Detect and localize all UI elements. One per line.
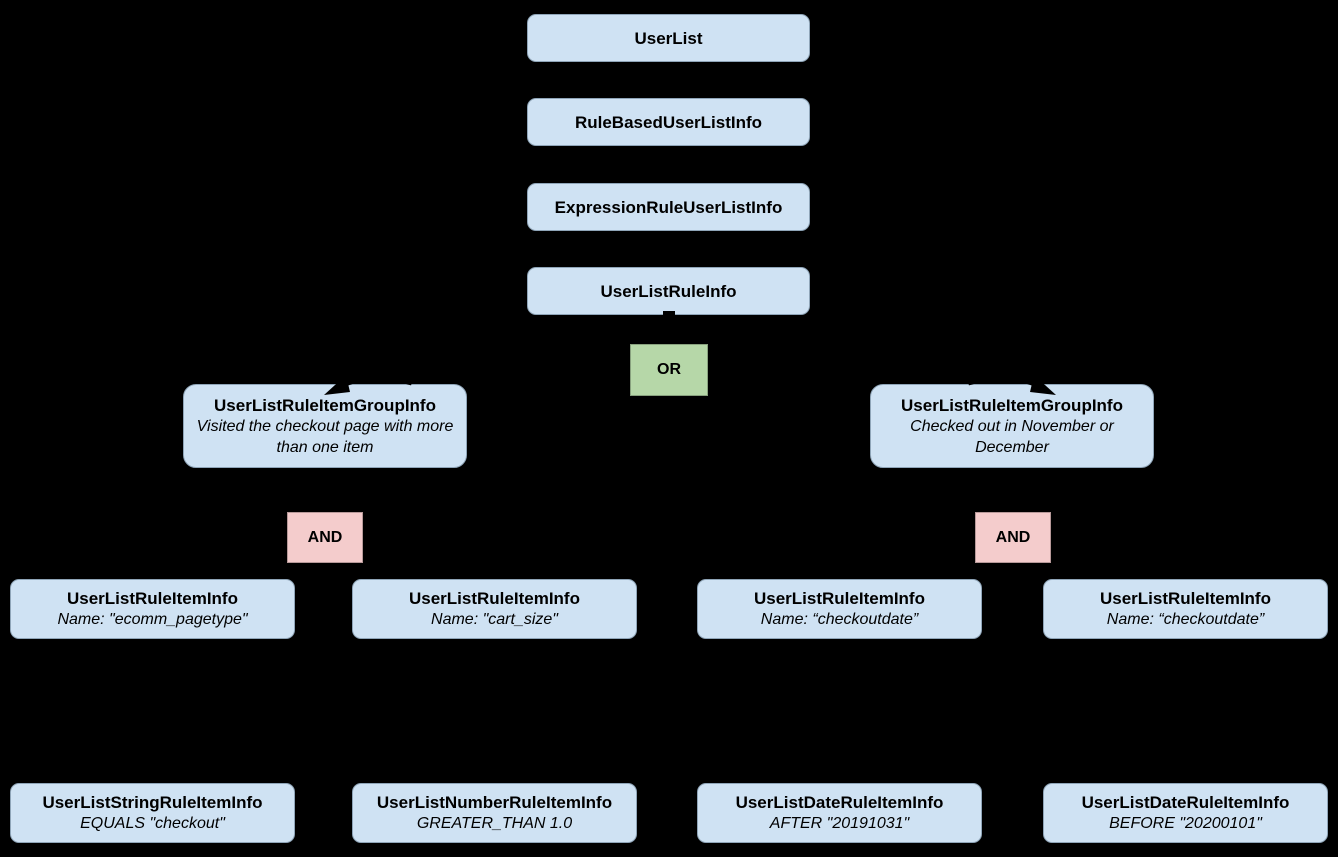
and-operator-left: AND [287,512,363,563]
or-operator: OR [630,344,708,396]
node-ruleitem-title: UserListRuleItemInfo [67,589,238,608]
node-operand-title: UserListDateRuleItemInfo [735,793,944,812]
node-ruleitem-subtitle: Name: “checkoutdate” [1106,611,1265,628]
node-userlist: UserList [527,14,810,62]
or-operator-label: OR [657,361,681,378]
node-operand-title: UserListNumberRuleItemInfo [376,793,613,812]
node-group-right: UserListRuleItemGroupInfo Checked out in… [870,384,1154,468]
node-expressionruleuserlistinfo: ExpressionRuleUserListInfo [527,183,810,231]
node-group-left-title: UserListRuleItemGroupInfo [214,395,436,415]
node-operand-subtitle: BEFORE "20200101" [1109,815,1262,832]
node-operand-subtitle: EQUALS "checkout" [80,815,225,832]
node-ruleitem-ecomm-pagetype: UserListRuleItemInfo Name: "ecomm_pagety… [10,579,295,639]
and-operator-left-label: AND [307,528,343,546]
node-group-left-subtitle: Visited the checkout page with more than… [196,417,454,456]
node-ruleitem-checkoutdate-2: UserListRuleItemInfo Name: “checkoutdate… [1043,579,1328,639]
node-group-left: UserListRuleItemGroupInfo Visited the ch… [183,384,467,468]
node-date-ruleitem-before: UserListDateRuleItemInfo BEFORE "2020010… [1043,783,1328,843]
node-string-ruleitem: UserListStringRuleItemInfo EQUALS "check… [10,783,295,843]
node-ruleitem-subtitle: Name: "cart_size" [431,611,558,628]
node-group-right-title: UserListRuleItemGroupInfo [901,395,1123,415]
node-operand-subtitle: GREATER_THAN 1.0 [416,815,573,832]
node-userlist-label: UserList [634,28,703,48]
node-date-ruleitem-after: UserListDateRuleItemInfo AFTER "20191031… [697,783,982,843]
node-rulebaseduserlistinfo-label: RuleBasedUserListInfo [574,112,763,132]
node-ruleitem-checkoutdate-1: UserListRuleItemInfo Name: “checkoutdate… [697,579,982,639]
node-rulebaseduserlistinfo: RuleBasedUserListInfo [527,98,810,146]
and-operator-right-label: AND [995,528,1031,546]
node-userlistruleinfo-label: UserListRuleInfo [600,281,737,301]
node-operand-title: UserListStringRuleItemInfo [42,793,263,812]
node-number-ruleitem: UserListNumberRuleItemInfo GREATER_THAN … [352,783,637,843]
connector-arrowhead-icon [324,374,413,395]
node-ruleitem-subtitle: Name: "ecomm_pagetype" [57,611,248,628]
node-operand-title: UserListDateRuleItemInfo [1081,793,1290,812]
node-ruleitem-subtitle: Name: “checkoutdate” [760,611,919,628]
node-userlistruleinfo: UserListRuleInfo [527,267,810,315]
and-operator-right: AND [975,512,1051,563]
node-operand-subtitle: AFTER "20191031" [769,815,910,832]
connector-arrowhead-icon [967,374,1056,395]
node-ruleitem-title: UserListRuleItemInfo [1100,589,1271,608]
node-ruleitem-title: UserListRuleItemInfo [409,589,580,608]
node-ruleitem-cart-size: UserListRuleItemInfo Name: "cart_size" [352,579,637,639]
node-group-right-subtitle: Checked out in November or December [910,417,1114,456]
node-expressionruleuserlistinfo-label: ExpressionRuleUserListInfo [554,197,783,217]
connector-line-notch [663,311,675,316]
node-ruleitem-title: UserListRuleItemInfo [754,589,925,608]
